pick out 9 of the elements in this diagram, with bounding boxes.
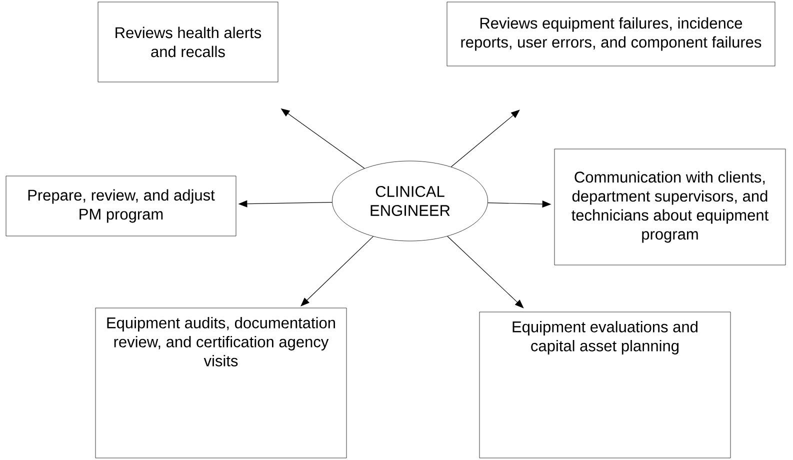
task-box: Communication with clients, department supervisors, and technicians about equipment program [554, 148, 786, 266]
arrow [300, 236, 374, 306]
task-box: Equipment audits, documentation review, and certification agency visits [95, 308, 347, 458]
arrow [447, 236, 524, 308]
task-box: Equipment evaluations and capital asset planning [479, 312, 731, 458]
task-box: Prepare, review, and adjust PM program [6, 176, 236, 236]
task-box: Reviews health alerts and recalls [98, 2, 278, 82]
arrow [450, 110, 520, 168]
task-box: Reviews equipment failures, incidence reports, user errors, and component failures [446, 2, 776, 66]
